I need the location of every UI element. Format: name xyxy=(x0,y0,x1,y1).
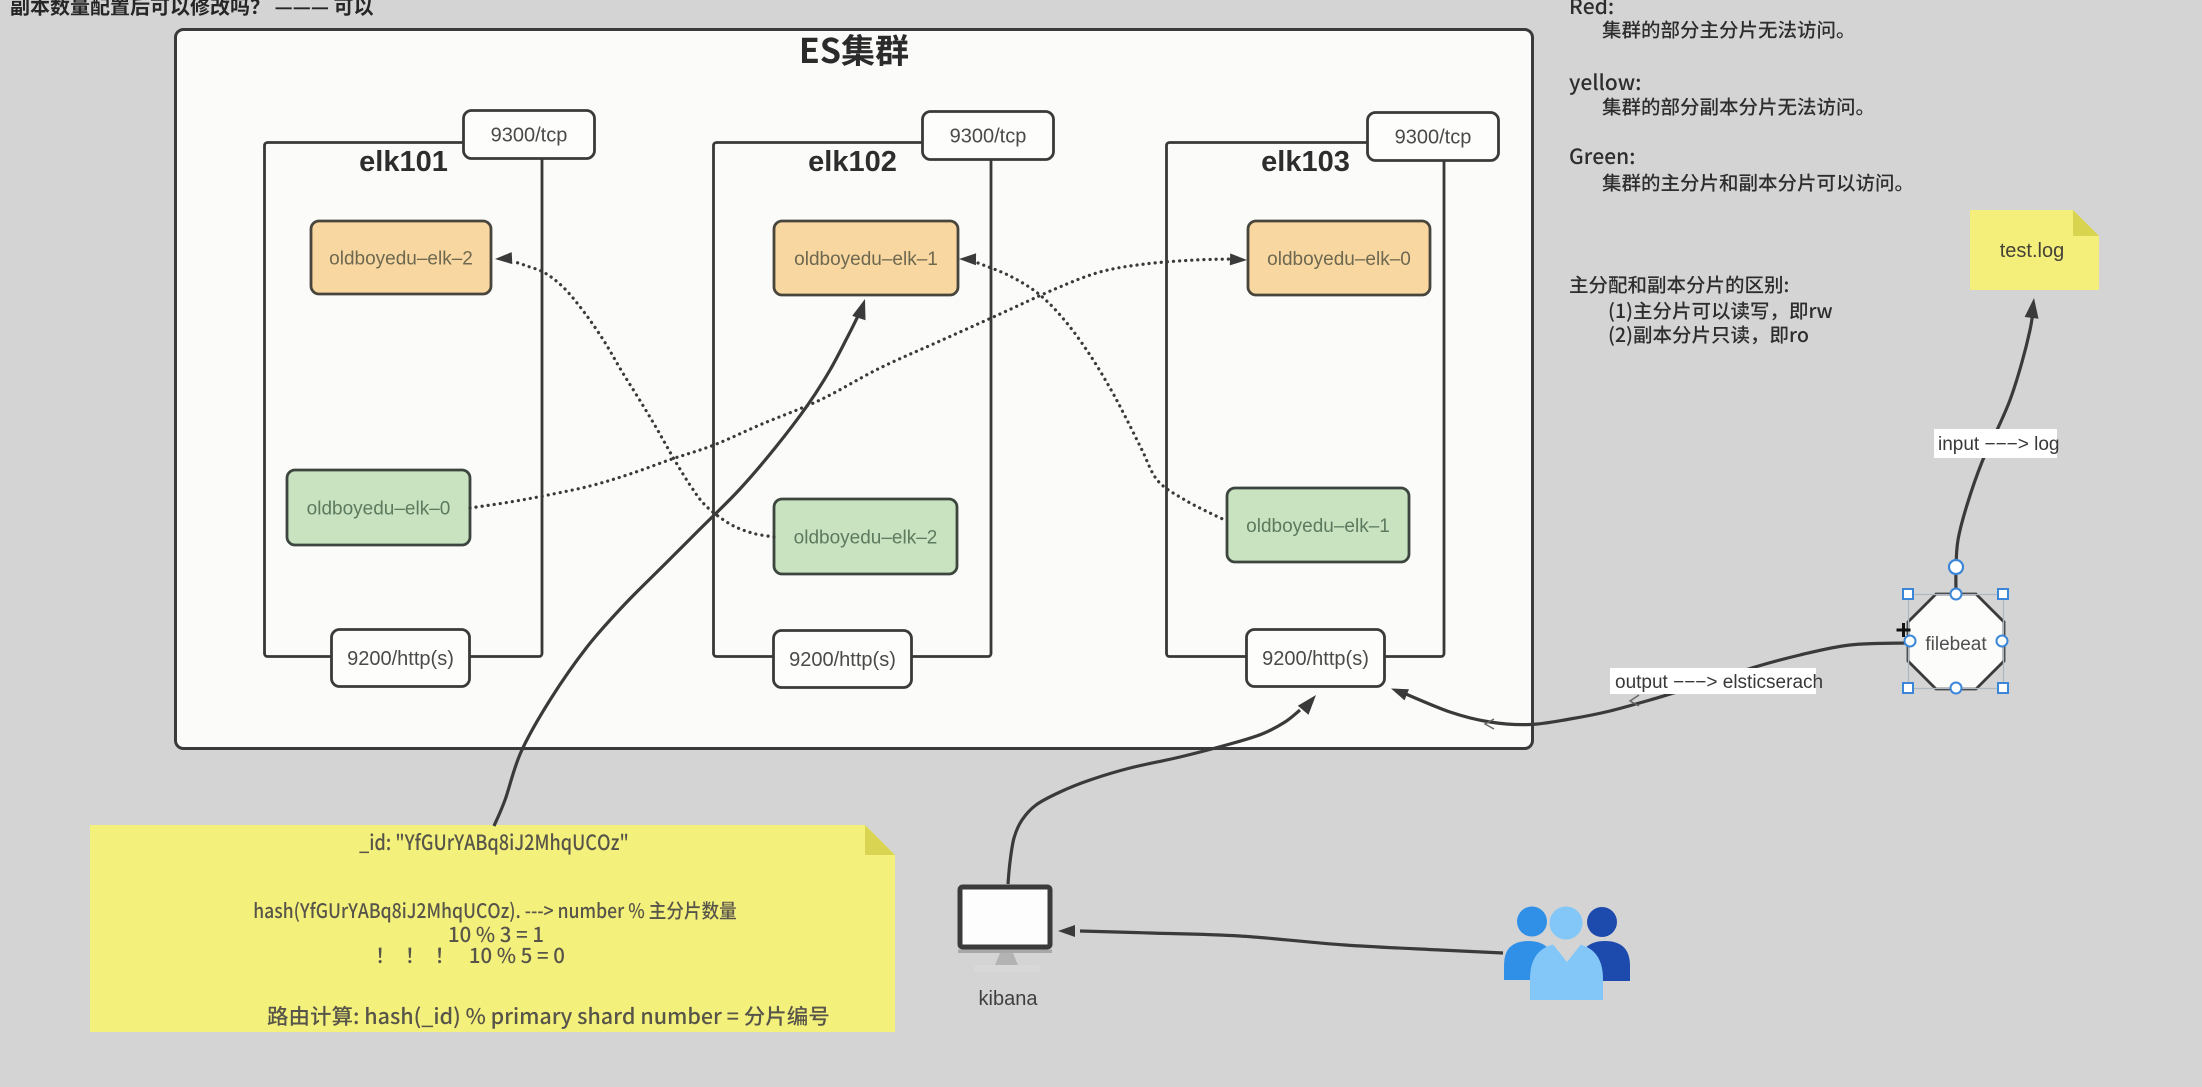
svg-text:oldboyedu–elk–0: oldboyedu–elk–0 xyxy=(1267,249,1411,270)
svg-text:9200/http(s): 9200/http(s) xyxy=(347,648,454,670)
svg-text:9200/http(s): 9200/http(s) xyxy=(1262,648,1369,670)
svg-text:9300/tcp: 9300/tcp xyxy=(1395,127,1472,149)
svg-text:9300/tcp: 9300/tcp xyxy=(950,126,1027,148)
svg-text:oldboyedu–elk–1: oldboyedu–elk–1 xyxy=(1246,516,1390,537)
svg-text:9300/tcp: 9300/tcp xyxy=(491,125,568,147)
svg-text:9200/http(s): 9200/http(s) xyxy=(789,649,896,671)
svg-text:kibana: kibana xyxy=(979,988,1039,1010)
svg-text:output −−−> elsticserach: output −−−> elsticserach xyxy=(1615,672,1823,693)
svg-text:oldboyedu–elk–2: oldboyedu–elk–2 xyxy=(794,528,938,549)
svg-text:elk103: elk103 xyxy=(1261,146,1350,178)
svg-text:oldboyedu–elk–2: oldboyedu–elk–2 xyxy=(329,249,473,270)
svg-text:test.log: test.log xyxy=(2000,240,2064,262)
svg-text:elk101: elk101 xyxy=(359,146,448,178)
svg-text:input −−−> log: input −−−> log xyxy=(1938,434,2060,455)
svg-text:oldboyedu–elk–1: oldboyedu–elk–1 xyxy=(794,249,938,270)
svg-text:filebeat: filebeat xyxy=(1925,634,1987,655)
svg-text:elk102: elk102 xyxy=(808,146,897,178)
svg-text:oldboyedu–elk–0: oldboyedu–elk–0 xyxy=(307,499,451,520)
